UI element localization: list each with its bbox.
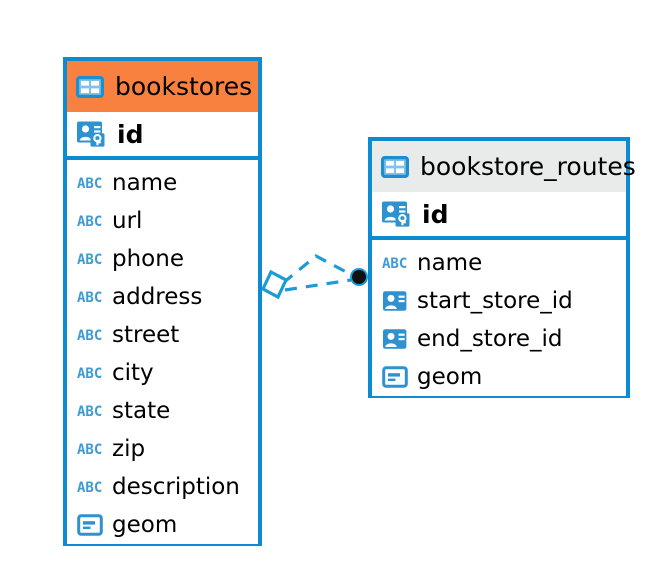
attribute-label: name [112,169,178,196]
entity-bookstores-attribute-list: ABC name ABC url ABC phone ABC [67,160,258,544]
entity-bookstore-routes-primary-key-row[interactable]: id [372,192,626,240]
attribute-label: start_store_id [417,287,573,314]
relationship-line-lower [284,278,352,292]
attribute-row[interactable]: end_store_id [372,320,626,358]
string-abc-icon: ABC [77,442,102,457]
table-icon [381,155,409,178]
attribute-label: geom [417,363,483,390]
attribute-label: address [112,283,203,310]
table-icon [76,75,104,98]
attribute-label: url [112,207,143,234]
svg-text:ABC: ABC [77,176,102,191]
entity-bookstore-routes-header[interactable]: bookstore_routes [372,141,636,192]
attribute-label: end_store_id [417,325,563,352]
entity-bookstore-routes-title: bookstore_routes [420,152,636,181]
attribute-label: name [417,249,483,276]
string-abc-icon: ABC [77,176,102,191]
attribute-row[interactable]: ABC phone [67,240,258,278]
string-abc-icon: ABC [77,252,102,267]
svg-text:ABC: ABC [77,214,102,229]
entity-bookstores-title: bookstores [115,72,253,101]
entity-bookstores-primary-key-row[interactable]: id [67,112,258,160]
attribute-row[interactable]: ABC state [67,392,258,430]
entity-bookstores[interactable]: bookstores id ABC name [63,57,262,546]
attribute-row[interactable]: geom [372,358,626,396]
svg-text:ABC: ABC [382,256,407,271]
attribute-row[interactable]: ABC name [372,244,626,282]
entity-bookstore-routes-attribute-list: ABC name start_store_id [372,240,626,396]
geometry-icon [77,514,103,536]
attribute-row[interactable]: ABC street [67,316,258,354]
svg-text:ABC: ABC [77,328,102,343]
attribute-label: phone [112,245,184,272]
svg-text:ABC: ABC [77,480,102,495]
attribute-label: geom [112,511,178,538]
string-abc-icon: ABC [77,328,102,343]
attribute-row[interactable]: ABC address [67,278,258,316]
entity-bookstore-routes-primary-key-label: id [422,199,449,229]
filled-circle-endpoint [352,270,366,284]
attribute-label: zip [112,435,146,462]
string-abc-icon: ABC [77,404,102,419]
foreign-key-icon [383,291,407,311]
filled-circle-endpoint-ring [350,268,368,286]
svg-text:ABC: ABC [77,290,102,305]
attribute-row[interactable]: ABC city [67,354,258,392]
string-abc-icon: ABC [382,256,407,271]
attribute-label: state [112,397,171,424]
entity-bookstore-routes[interactable]: bookstore_routes id ABC name [368,137,636,398]
string-abc-icon: ABC [77,480,102,495]
attribute-row[interactable]: ABC description [67,468,258,506]
string-abc-icon: ABC [77,290,102,305]
svg-text:ABC: ABC [77,404,102,419]
string-abc-icon: ABC [77,214,102,229]
svg-text:ABC: ABC [77,442,102,457]
attribute-row[interactable]: ABC zip [67,430,258,468]
attribute-row[interactable]: start_store_id [372,282,626,320]
foreign-key-icon [383,329,407,349]
primary-key-icon [77,121,105,147]
attribute-row[interactable]: ABC url [67,202,258,240]
string-abc-icon: ABC [77,366,102,381]
svg-text:ABC: ABC [77,366,102,381]
entity-bookstores-header[interactable]: bookstores [67,61,258,112]
rhombus-endpoint [260,269,289,300]
entity-bookstores-primary-key-label: id [117,119,144,149]
svg-text:ABC: ABC [77,252,102,267]
attribute-label: description [112,473,240,500]
attribute-label: city [112,359,154,386]
primary-key-icon [382,201,410,227]
attribute-label: street [112,321,180,348]
relationship-line-upper [281,254,353,285]
attribute-row[interactable]: ABC name [67,164,258,202]
attribute-row[interactable]: geom [67,506,258,544]
geometry-icon [382,366,408,388]
